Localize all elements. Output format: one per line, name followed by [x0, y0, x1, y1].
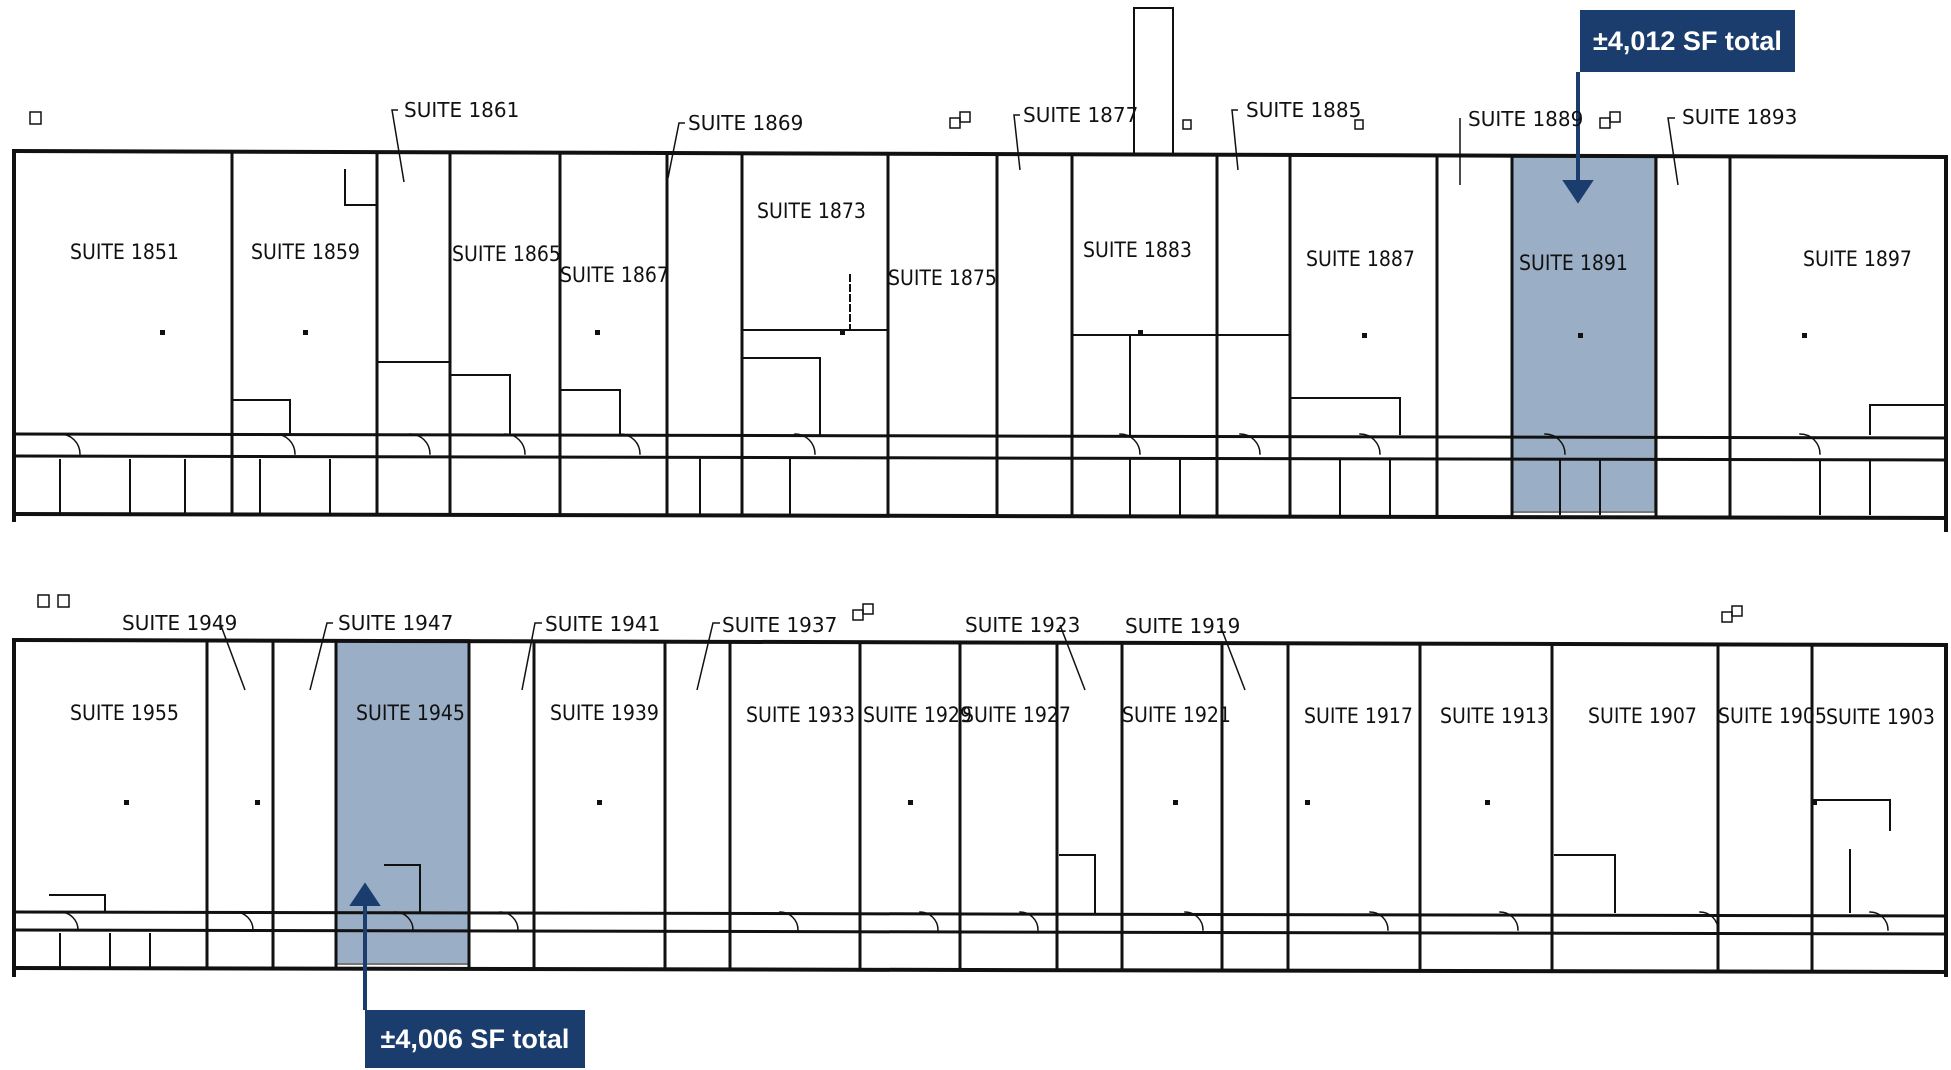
- suite-label: SUITE 1913: [1440, 704, 1549, 728]
- suite-label: SUITE 1885: [1246, 98, 1361, 122]
- suite-label: SUITE 1927: [962, 703, 1071, 727]
- suite-label: SUITE 1919: [1125, 614, 1240, 638]
- suite-label: SUITE 1859: [251, 240, 360, 264]
- bottom-building-walls: [11, 637, 1949, 977]
- suite-label: SUITE 1889: [1468, 107, 1583, 131]
- suite-label: SUITE 1923: [965, 613, 1080, 637]
- suite-label: SUITE 1893: [1682, 105, 1797, 129]
- bottom-outside-labels: SUITE 1949 SUITE 1947 SUITE 1941 SUITE 1…: [122, 611, 1240, 638]
- suite-label: SUITE 1869: [688, 111, 803, 135]
- suite-label: SUITE 1929: [863, 703, 972, 727]
- suite-label: SUITE 1939: [550, 701, 659, 725]
- top-outside-labels: SUITE 1861 SUITE 1869 SUITE 1877 SUITE 1…: [404, 98, 1797, 135]
- suite-label: SUITE 1851: [70, 240, 179, 264]
- callout-arrows: [349, 72, 1594, 1010]
- top-center-dots: [160, 330, 1807, 338]
- suite-label: SUITE 1887: [1306, 247, 1415, 271]
- suite-1945-highlight[interactable]: [335, 639, 470, 965]
- callout-bottom: ±4,006 SF total: [365, 1010, 585, 1068]
- suite-label: SUITE 1875: [888, 266, 997, 290]
- suite-label: SUITE 1877: [1023, 103, 1138, 127]
- suite-label: SUITE 1883: [1083, 238, 1192, 262]
- bottom-suite-labels: SUITE 1955 SUITE 1945 SUITE 1939 SUITE 1…: [70, 701, 1935, 729]
- suite-label: SUITE 1937: [722, 613, 837, 637]
- suite-label: SUITE 1903: [1826, 705, 1935, 729]
- suite-label: SUITE 1945: [356, 701, 465, 725]
- suite-label: SUITE 1873: [757, 199, 866, 223]
- callout-top: ±4,012 SF total: [1580, 10, 1795, 72]
- suite-label: SUITE 1949: [122, 611, 237, 635]
- suite-label: SUITE 1917: [1304, 704, 1413, 728]
- top-building-walls: [11, 148, 1949, 532]
- top-suite-labels: SUITE 1851 SUITE 1859 SUITE 1865 SUITE 1…: [70, 199, 1912, 290]
- suite-label: SUITE 1865: [452, 242, 561, 266]
- suite-label: SUITE 1955: [70, 701, 179, 725]
- suite-label: SUITE 1947: [338, 611, 453, 635]
- suite-label: SUITE 1867: [560, 263, 669, 287]
- suite-label: SUITE 1897: [1803, 247, 1912, 271]
- leader-lines: [219, 109, 1679, 691]
- bottom-center-dots: [124, 800, 1817, 805]
- suite-label: SUITE 1933: [746, 703, 855, 727]
- suite-label: SUITE 1907: [1588, 704, 1697, 728]
- tower: [1133, 7, 1174, 156]
- suite-label: SUITE 1941: [545, 612, 660, 636]
- rooftop-units: [29, 111, 1743, 623]
- suite-label: SUITE 1921: [1122, 703, 1231, 727]
- suite-label: SUITE 1891: [1519, 251, 1628, 275]
- suite-label: SUITE 1905: [1718, 704, 1827, 728]
- suite-label: SUITE 1861: [404, 98, 519, 122]
- suite-1891-highlight[interactable]: [1511, 156, 1656, 513]
